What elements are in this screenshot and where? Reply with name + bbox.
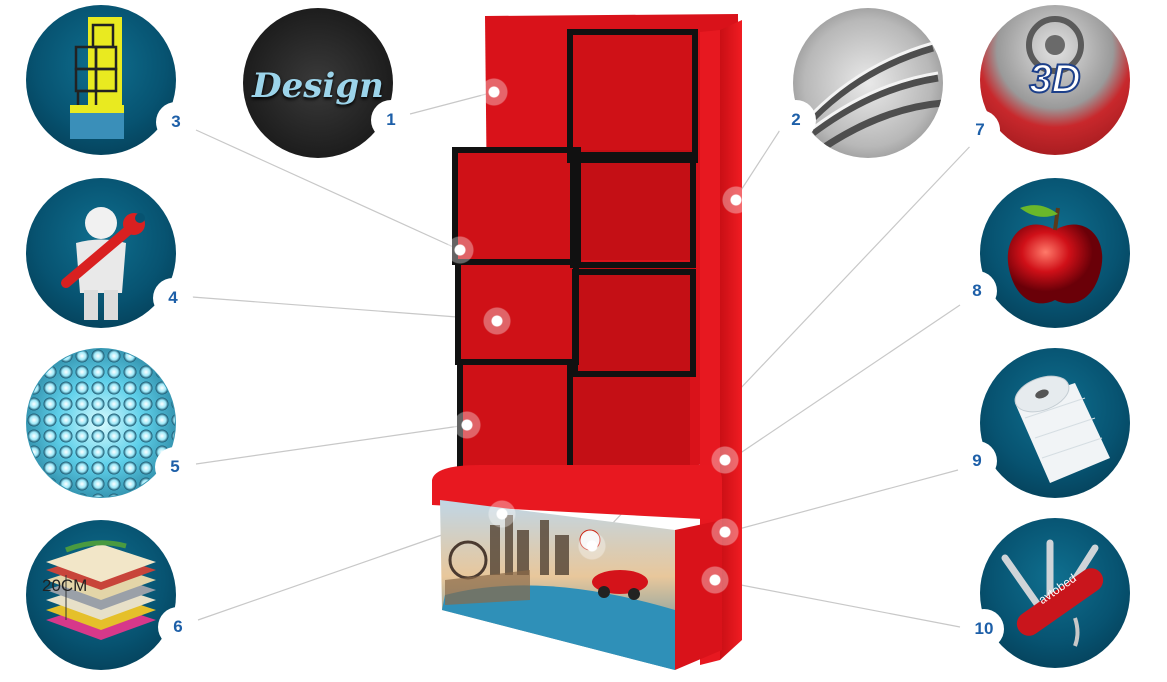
metal-ribbons-icon bbox=[810, 41, 943, 151]
hotspot-2[interactable] bbox=[721, 185, 751, 215]
material-layers-icon bbox=[46, 540, 156, 640]
hotspot-8[interactable] bbox=[710, 445, 740, 475]
3d-label: 3D bbox=[1028, 56, 1081, 102]
feature-number-label: 8 bbox=[972, 281, 982, 300]
feature-number-10[interactable]: 10 bbox=[964, 609, 1004, 649]
apple-icon bbox=[1007, 205, 1103, 304]
feature-number-5[interactable]: 5 bbox=[155, 447, 195, 487]
feature-number-6[interactable]: 6 bbox=[158, 607, 198, 647]
feature-number-1[interactable]: 1 bbox=[371, 100, 411, 140]
feature-number-4[interactable]: 4 bbox=[153, 278, 193, 318]
hotspot-1[interactable] bbox=[479, 77, 509, 107]
feature-number-label: 3 bbox=[171, 112, 181, 131]
foam-roll-icon bbox=[1014, 375, 1110, 483]
feature-number-7[interactable]: 7 bbox=[960, 110, 1000, 150]
hotspot-9[interactable] bbox=[710, 517, 740, 547]
swiss-knife-icon bbox=[1001, 539, 1104, 647]
hotspot-7[interactable] bbox=[577, 531, 607, 561]
feature-number-2[interactable]: 2 bbox=[776, 100, 816, 140]
feature-circle-3[interactable] bbox=[26, 5, 176, 155]
feature-circle-2[interactable] bbox=[793, 8, 943, 158]
shelf-product-illustration bbox=[432, 14, 742, 670]
worker-wrench-icon bbox=[61, 207, 145, 320]
feature-number-label: 9 bbox=[972, 451, 982, 470]
hotspot-5[interactable] bbox=[452, 410, 482, 440]
feature-circle-5[interactable] bbox=[26, 348, 176, 498]
yellow-shelf-icon bbox=[70, 17, 124, 139]
3d-badge-icon bbox=[1026, 16, 1084, 74]
hotspot-10[interactable] bbox=[700, 565, 730, 595]
feature-number-label: 10 bbox=[974, 619, 994, 638]
feature-circle-7[interactable]: 3D bbox=[980, 5, 1130, 155]
feature-number-3[interactable]: 3 bbox=[156, 102, 196, 142]
feature-circle-8[interactable] bbox=[980, 178, 1130, 328]
feature-number-label: 2 bbox=[791, 110, 801, 129]
led-lights-icon bbox=[27, 349, 175, 497]
thickness-label: 20CM bbox=[42, 576, 88, 595]
feature-circle-4[interactable] bbox=[26, 178, 176, 328]
feature-number-label: 6 bbox=[173, 617, 183, 636]
feature-circle-1[interactable]: Design bbox=[243, 8, 393, 158]
feature-circle-6[interactable]: 20CM bbox=[26, 520, 176, 670]
feature-circle-10[interactable]: avtobed bbox=[980, 518, 1130, 668]
feature-number-label: 7 bbox=[975, 120, 985, 139]
feature-number-label: 1 bbox=[386, 110, 396, 129]
design-text-icon: Design bbox=[252, 66, 384, 106]
hotspot-4[interactable] bbox=[482, 306, 512, 336]
feature-circle-9[interactable] bbox=[980, 348, 1130, 498]
feature-number-label: 4 bbox=[168, 288, 178, 307]
feature-number-label: 5 bbox=[170, 457, 180, 476]
feature-number-8[interactable]: 8 bbox=[957, 271, 997, 311]
feature-number-9[interactable]: 9 bbox=[957, 441, 997, 481]
hotspot-3[interactable] bbox=[445, 235, 475, 265]
hotspot-6[interactable] bbox=[487, 499, 517, 529]
